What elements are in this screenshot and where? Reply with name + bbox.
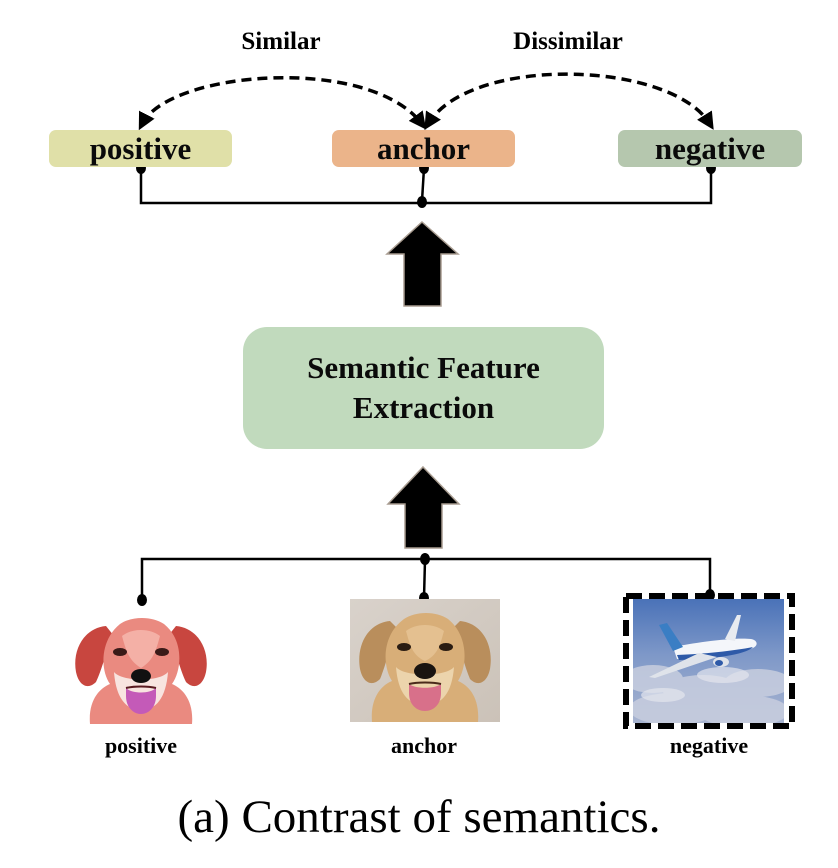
positive-embedding-label: positive [89,130,192,166]
semantic-feature-extraction-box: Semantic Feature Extraction [243,327,604,449]
anchor-puppy-image [350,599,500,722]
negative-input-label: negative [669,733,749,758]
module-title-line2: Extraction [352,390,495,425]
up-arrow-icon [385,220,460,307]
similar-label: Similar [241,28,321,55]
positive-input-label: positive [104,733,178,758]
anchor-embedding-label: anchor [377,130,470,166]
up-arrow-icon [386,465,461,549]
top-connector-dots [136,162,716,208]
anchor-embedding-box: anchor [332,130,515,167]
dissimilar-label: Dissimilar [513,28,623,55]
negative-dashed-frame [623,593,795,729]
anchor-input-label: anchor [391,733,457,758]
figure-caption: (a) Contrast of semantics. [177,791,661,843]
dissimilar-arc [424,72,714,130]
similar-arc [138,75,427,131]
negative-embedding-box: negative [618,130,802,167]
module-title-line1: Semantic Feature [307,350,540,385]
negative-airplane-image [633,599,784,723]
positive-embedding-box: positive [49,130,232,167]
negative-embedding-label: negative [654,130,766,166]
positive-puppy-image [70,610,212,724]
